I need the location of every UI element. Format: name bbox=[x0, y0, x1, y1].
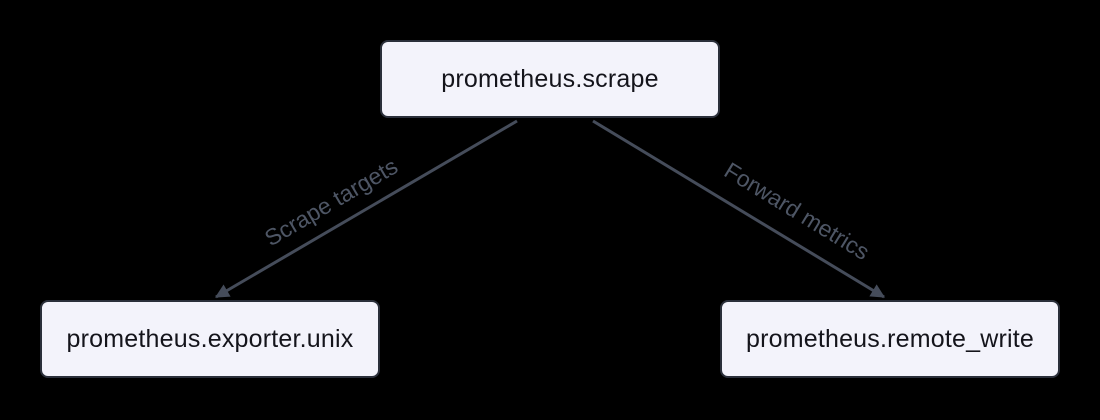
edge-scrape-to-exporter bbox=[214, 119, 518, 299]
node-prometheus-remote-write: prometheus.remote_write bbox=[720, 300, 1060, 378]
edge-scrape-to-remote-write bbox=[592, 119, 885, 299]
node-prometheus-exporter-unix: prometheus.exporter.unix bbox=[40, 300, 380, 378]
node-label: prometheus.remote_write bbox=[745, 324, 1035, 353]
node-prometheus-scrape: prometheus.scrape bbox=[380, 40, 720, 118]
node-label: prometheus.scrape bbox=[441, 64, 659, 93]
node-label: prometheus.exporter.unix bbox=[66, 324, 354, 353]
